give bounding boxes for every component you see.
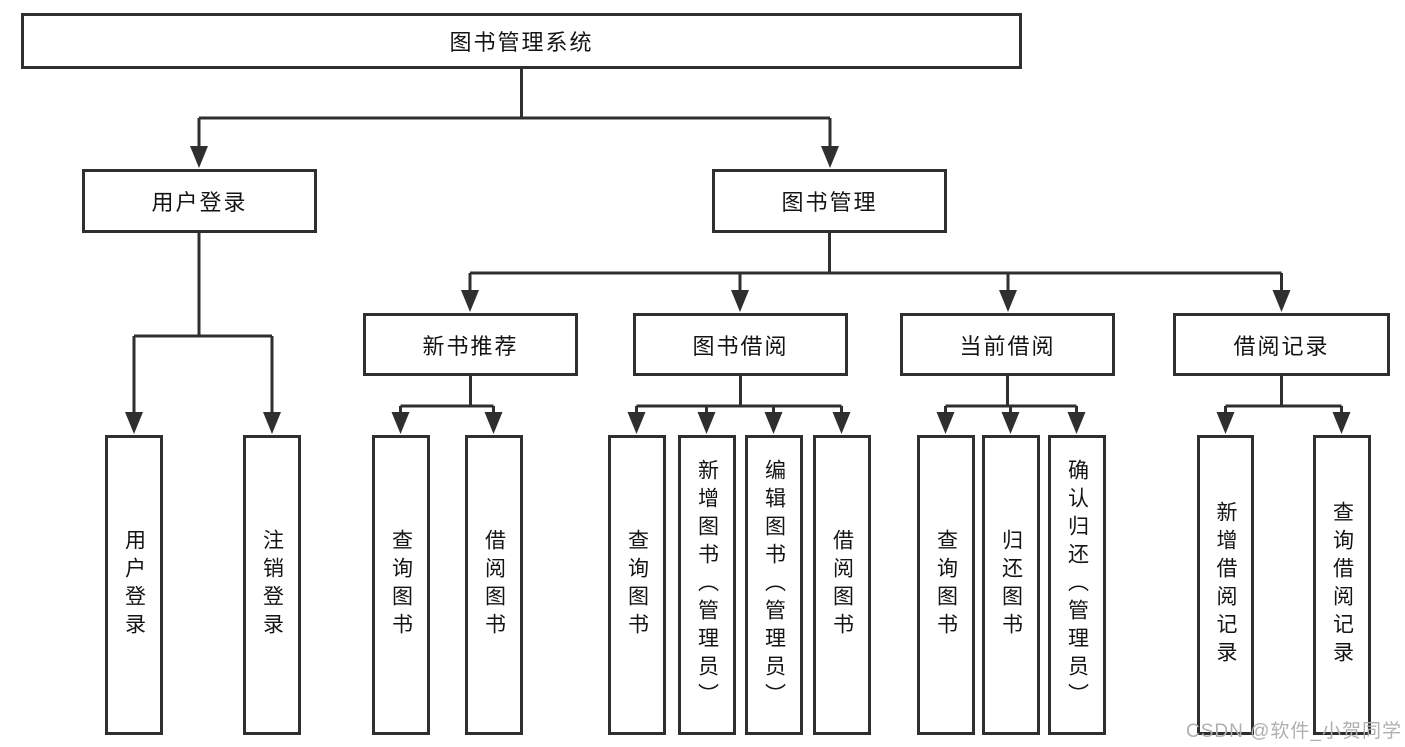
leaf-cb-return-books-label: 归还图书: [999, 529, 1023, 641]
leaf-cb-query-books: 查询图书: [917, 435, 975, 735]
leaf-cb-query-books-label: 查询图书: [934, 529, 958, 641]
node-book-borrow: 图书借阅: [633, 313, 848, 376]
leaf-br-add-record-label: 新增借阅记录: [1214, 501, 1237, 669]
leaf-rec-query-books-label: 查询图书: [389, 529, 413, 641]
node-new-book-recommend: 新书推荐: [363, 313, 578, 376]
leaf-cb-return-books: 归还图书: [982, 435, 1040, 735]
connector-book-borrow-to-leaves: [635, 376, 843, 413]
leaf-cb-confirm-return-admin: 确认归还（管理员）: [1048, 435, 1106, 735]
connector-root-to-level2: [197, 68, 832, 147]
leaf-logout: 注销登录: [243, 435, 301, 735]
connector-new-book-rec-to-leaves: [399, 376, 495, 413]
node-user-login-label: 用户登录: [151, 190, 248, 215]
leaf-rec-borrow-books: 借阅图书: [465, 435, 523, 735]
node-book-management-label: 图书管理: [781, 190, 878, 215]
node-current-borrow-label: 当前借阅: [959, 333, 1056, 359]
leaf-bb-query-books-label: 查询图书: [625, 529, 649, 641]
leaf-bb-edit-books-admin-label: 编辑图书（管理员）: [762, 459, 786, 711]
leaf-br-add-record: 新增借阅记录: [1197, 435, 1254, 735]
leaf-user-login: 用户登录: [105, 435, 163, 735]
leaf-br-query-record: 查询借阅记录: [1313, 435, 1371, 735]
node-book-borrow-label: 图书借阅: [692, 333, 789, 359]
node-user-login: 用户登录: [82, 169, 317, 233]
connector-borrow-records-to-leaves: [1224, 376, 1343, 413]
leaf-bb-borrow-books: 借阅图书: [813, 435, 871, 735]
node-new-book-recommend-label: 新书推荐: [422, 333, 519, 359]
node-root: 图书管理系统: [21, 13, 1022, 69]
leaf-rec-borrow-books-label: 借阅图书: [482, 529, 506, 641]
leaf-cb-confirm-return-admin-label: 确认归还（管理员）: [1065, 459, 1089, 711]
csdn-watermark: CSDN @软件_小贺同学: [1186, 721, 1402, 742]
leaf-bb-add-books-admin: 新增图书（管理员）: [678, 435, 736, 735]
leaf-bb-borrow-books-label: 借阅图书: [830, 529, 854, 641]
node-book-management: 图书管理: [712, 169, 947, 233]
leaf-bb-add-books-admin-label: 新增图书（管理员）: [695, 459, 719, 711]
node-borrow-records-label: 借阅记录: [1233, 333, 1330, 359]
leaf-user-login-label: 用户登录: [122, 529, 146, 641]
node-current-borrow: 当前借阅: [900, 313, 1115, 376]
leaf-bb-query-books: 查询图书: [608, 435, 666, 735]
leaf-logout-label: 注销登录: [260, 529, 284, 641]
leaf-br-query-record-label: 查询借阅记录: [1330, 501, 1354, 669]
connector-user-login-to-leaves: [132, 232, 274, 413]
leaf-rec-query-books: 查询图书: [372, 435, 430, 735]
node-borrow-records: 借阅记录: [1173, 313, 1390, 376]
leaf-bb-edit-books-admin: 编辑图书（管理员）: [745, 435, 803, 735]
connector-current-borrow-to-leaves: [944, 376, 1078, 413]
arrowhead-icons: [125, 146, 1351, 434]
node-root-label: 图书管理系统: [449, 30, 594, 55]
connector-book-mgmt-to-level3: [468, 233, 1283, 291]
